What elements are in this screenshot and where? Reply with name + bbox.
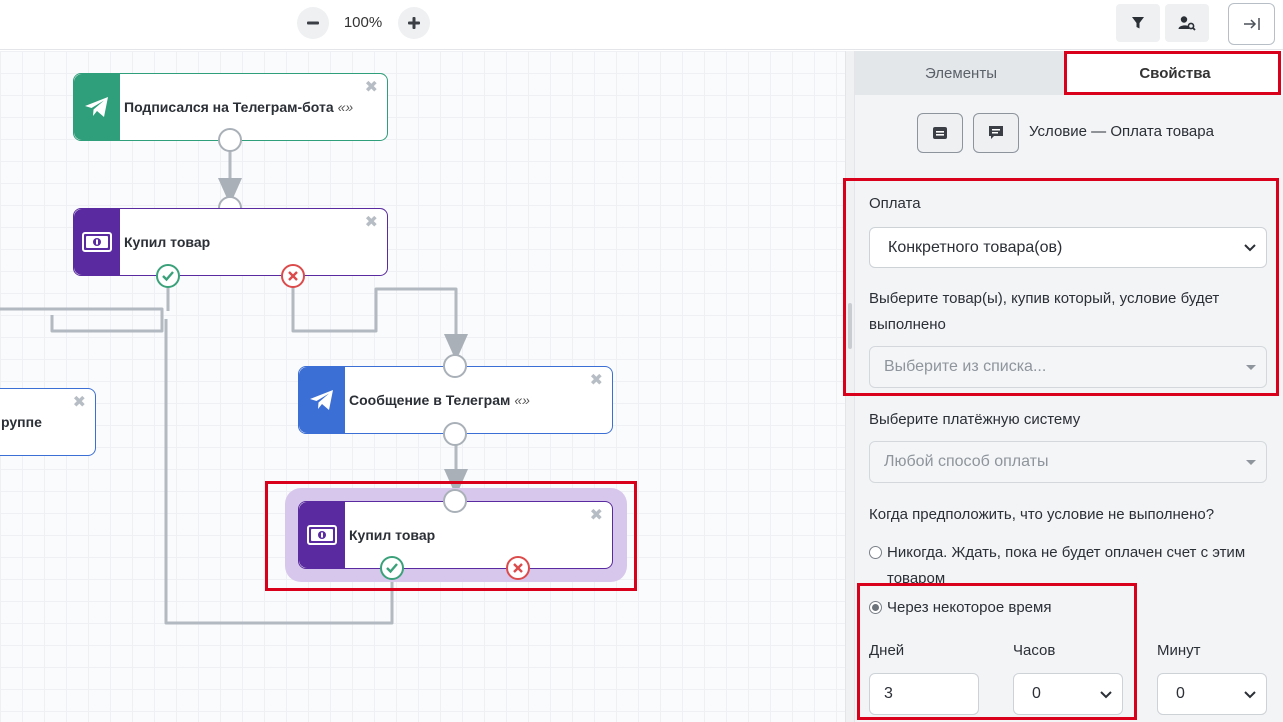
telegram-icon [310,390,333,410]
node-output-port[interactable] [443,422,467,446]
edit-note-button[interactable] [917,113,963,153]
chevron-down-icon [1100,691,1112,699]
minutes-select[interactable]: 0 [1157,673,1267,715]
node-success-port[interactable] [156,264,180,288]
zoom-level: 100% [343,14,383,31]
days-input[interactable]: 3 [869,673,979,715]
node-input-port[interactable] [443,489,467,513]
panel-tabs: Элементы Свойства [855,51,1283,95]
products-select[interactable]: Выберите из списка... [869,346,1267,388]
node-fail-port[interactable] [281,264,305,288]
user-search-button[interactable] [1165,4,1209,42]
wire-buy-fail-to-message [291,287,468,361]
payment-select[interactable]: Конкретного товара(ов) [869,227,1267,268]
node-close-icon[interactable]: ✖ [364,79,378,96]
when-label: Когда предположить, что условие не выпол… [869,506,1215,523]
radio-after-label: Через некоторое время [887,599,1052,616]
node-icon-area [74,209,120,275]
products-label: Выберите товар(ы), купив который, услови… [869,290,1220,333]
user-search-icon [1178,16,1196,31]
radio-never-label: Никогда. Ждать, пока не будет оплачен сч… [887,544,1246,587]
hours-select-value: 0 [1032,685,1041,702]
chevron-down-icon [1244,244,1256,252]
tab-properties[interactable]: Свойства [1067,51,1283,95]
connection-lines [0,151,468,625]
radio-never[interactable]: Никогда. Ждать, пока не будет оплачен сч… [869,540,1274,592]
node-input-port[interactable] [218,128,242,152]
node-title: руппе [1,414,42,430]
cross-icon [288,271,298,281]
plus-icon [408,17,420,29]
payment-label: Оплата [869,195,921,212]
node-success-port[interactable] [380,556,404,580]
wire-buy2-ok-loop [164,319,394,625]
products-placeholder: Выберите из списка... [884,358,1047,375]
node-input-port[interactable] [443,354,467,378]
resize-grip[interactable] [848,303,852,349]
node-icon-area [299,502,345,568]
cross-icon [513,563,523,573]
paysystem-placeholder: Любой способ оплаты [884,453,1049,470]
caret-down-icon [1246,460,1256,465]
hours-select[interactable]: 0 [1013,673,1123,715]
properties-panel: Элементы Свойства Условие — Оплата товар… [855,51,1283,722]
minutes-select-value: 0 [1176,685,1185,702]
panel-resize-handle[interactable] [845,51,855,722]
node-title: Сообщение в Телеграм«» [349,392,530,408]
comment-button[interactable] [973,113,1019,153]
node-close-icon[interactable]: ✖ [589,507,603,524]
node-bought-product[interactable]: Купил товар ✖ [73,208,388,276]
paysystem-label: Выберите платёжную систему [869,411,1081,428]
paysystem-select[interactable]: Любой способ оплаты [869,441,1267,483]
caret-down-icon [1246,365,1256,370]
money-icon [82,232,112,252]
tab-elements[interactable]: Элементы [855,51,1067,95]
node-close-icon[interactable]: ✖ [72,394,86,411]
radio-after[interactable]: Через некоторое время [869,595,1051,621]
payment-select-value: Конкретного товара(ов) [888,238,1063,256]
minus-icon [307,21,319,25]
node-fail-port[interactable] [506,556,530,580]
node-icon-area [299,367,345,433]
chevron-down-icon [1244,691,1256,699]
note-icon [933,127,947,139]
hours-label: Часов [1013,642,1056,659]
check-icon [386,563,398,574]
radio-after-input[interactable] [869,601,882,614]
comment-icon [989,126,1003,139]
filter-button[interactable] [1116,4,1160,42]
node-title: Купил товар [349,527,436,543]
radio-never-input[interactable] [869,546,882,559]
node-group-partial[interactable]: руппе ✖ [0,388,96,456]
condition-title: Условие — Оплата товара [1029,123,1214,140]
top-toolbar: 100% [0,0,1283,50]
arrow-to-right-icon [1243,18,1260,30]
minutes-label: Минут [1157,642,1201,659]
filter-icon [1132,17,1144,29]
telegram-icon [85,97,108,117]
node-close-icon[interactable]: ✖ [589,372,603,389]
days-label: Дней [869,642,905,659]
wire-left-group [0,307,164,333]
zoom-out-button[interactable] [297,7,329,39]
node-icon-area [74,74,120,140]
node-title: Купил товар [124,234,211,250]
money-icon [307,525,337,545]
zoom-in-button[interactable] [398,7,430,39]
close-panel-button[interactable] [1228,3,1275,45]
check-icon [162,271,174,282]
node-title: Подписался на Телеграм-бота«» [124,99,354,115]
node-close-icon[interactable]: ✖ [364,214,378,231]
